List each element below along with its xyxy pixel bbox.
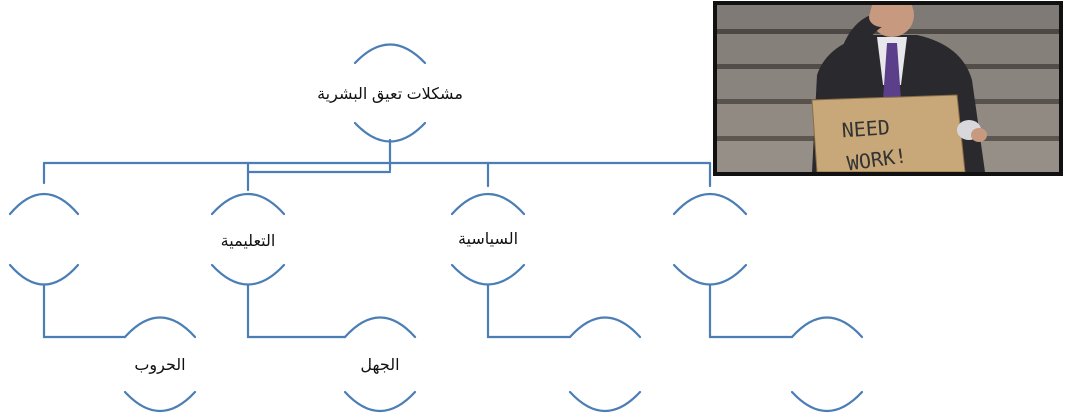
need-work-photo: NEED WORK! [713,1,1063,176]
leaf-node-4-bottom-arc [790,390,864,413]
root-node-label: مشكلات تعيق البشرية [317,86,463,103]
sign-line-1: NEED [841,115,891,142]
category-node-4-top-arc [672,192,748,216]
leaf-node-1-top-arc [123,316,197,339]
category-node-1-bottom-arc [8,263,80,286]
category-node-1-top-arc [8,192,80,216]
leaf-node-2-top-arc [343,316,417,339]
leaf-node-2-label: الجهل [360,357,400,374]
category-node-2-bottom-arc [210,263,286,286]
leaf-node-1-bottom-arc [123,390,197,413]
leaf-node-3-bottom-arc [568,390,642,413]
root-node-top-arc [353,43,427,65]
leaf-node-1-label: الحروب [134,357,186,374]
category-node-4-bottom-arc [672,263,748,286]
category-node-3-top-arc [450,192,526,216]
leaf-node-2-bottom-arc [343,390,417,413]
photo-illustration: NEED WORK! [717,5,1059,172]
root-node-bottom-arc [353,121,427,143]
leaf-node-3-top-arc [568,316,642,339]
category-node-3-label: السياسية [457,231,519,248]
elbow-connector-2 [246,283,347,339]
elbow-connector-1 [42,283,127,339]
category-node-2-top-arc [210,192,286,216]
category-node-3-bottom-arc [450,263,526,286]
root-connector [246,138,392,174]
elbow-connector-3 [486,283,572,339]
leaf-node-4-top-arc [790,316,864,339]
category-node-2-label: التعليمية [220,233,276,250]
elbow-connector-4 [708,283,794,339]
